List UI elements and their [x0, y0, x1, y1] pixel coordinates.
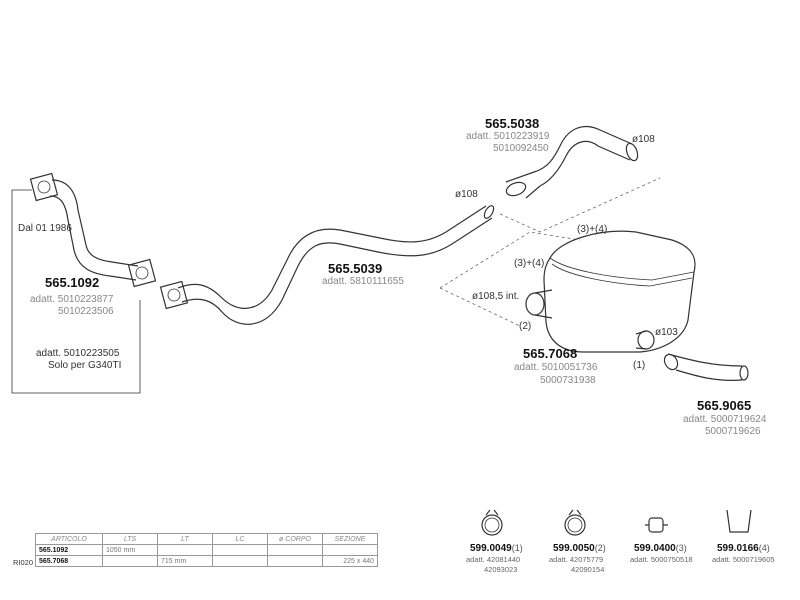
- table-row: 565.7068 715 mm 225 x 440: [35, 555, 378, 567]
- accessory-adatt-599-0050-a: adatt. 42075779: [549, 555, 604, 564]
- header-lt: LT: [157, 533, 213, 545]
- part-adatt-565-1092-a: adatt. 5010223877: [30, 294, 114, 305]
- middle-pipe-565-5039: [159, 205, 495, 325]
- note-dal: Dal 01 1986: [18, 223, 72, 234]
- table-cell: 1050 mm: [102, 544, 158, 556]
- part-adatt-565-5038-b: 5010092450: [493, 143, 549, 154]
- table-cell: [102, 555, 158, 567]
- table-cell: [322, 544, 378, 556]
- part-adatt-565-7068-a: adatt. 5010051736: [514, 362, 598, 373]
- accessory-adatt-599-0049-b: 42093023: [484, 565, 518, 574]
- accessory-code-599-0050: 599.0050(2): [553, 543, 606, 554]
- part-adatt-565-9065-b: 5000719626: [705, 426, 761, 437]
- part-code-565-7068: 565.7068: [523, 346, 578, 361]
- part-adatt-565-5039: adatt. 5810111655: [322, 276, 404, 287]
- accessory-adatt-599-0400: adatt. 5000750518: [630, 555, 693, 564]
- table-cell: 225 x 440: [322, 555, 378, 567]
- header-lc: LC: [212, 533, 268, 545]
- accessory-code-599-0049: 599.0049(1): [470, 543, 523, 554]
- spec-table: ARTICOLO LTS LT LC ø CORPO SEZIONE 565.1…: [35, 533, 378, 567]
- routing-line-top: [499, 177, 661, 233]
- clamp-icon-599-0050: [564, 509, 586, 536]
- table-cell: [212, 544, 268, 556]
- hanger-icon-599-0166: [726, 509, 752, 533]
- ref-1: (1): [633, 360, 646, 371]
- ref-3-4-left: (3)+(4): [514, 258, 545, 269]
- ref-3-4-top: (3)+(4): [577, 224, 608, 235]
- part-code-565-5039: 565.5039: [328, 261, 383, 276]
- part-adatt-565-5038-a: adatt. 5010223919: [466, 131, 550, 142]
- rear-pipe-565-5038: [505, 125, 639, 199]
- header-corpo: ø CORPO: [267, 533, 323, 545]
- table-cell: [157, 544, 213, 556]
- spec-table-header: ARTICOLO LTS LT LC ø CORPO SEZIONE: [35, 533, 378, 545]
- front-pipe-565-1092: [29, 172, 157, 288]
- header-sezione: SEZIONE: [322, 533, 378, 545]
- table-cell: 565.7068: [35, 555, 103, 567]
- dim-103: ø103: [655, 327, 678, 338]
- table-cell: [212, 555, 268, 567]
- part-code-565-5038: 565.5038: [485, 116, 540, 131]
- table-cell: [267, 555, 323, 567]
- routing-line-bottom: [439, 287, 521, 327]
- part-code-565-1092: 565.1092: [45, 275, 100, 290]
- part-code-565-9065: 565.9065: [697, 398, 752, 413]
- table-cell: [267, 544, 323, 556]
- part-adatt-565-1092-b: 5010223506: [58, 306, 114, 317]
- tailpipe-565-9065: [663, 353, 749, 381]
- note-solo: Solo per G340TI: [48, 360, 122, 371]
- accessory-adatt-599-0050-b: 42090154: [571, 565, 605, 574]
- note-adatt-extra: adatt. 5010223505: [36, 348, 120, 359]
- table-cell: 565.1092: [35, 544, 103, 556]
- table-row: 565.1092 1050 mm: [35, 544, 378, 556]
- header-articolo: ARTICOLO: [35, 533, 103, 545]
- table-row-label: RI020: [13, 558, 34, 567]
- clamp-icon-599-0049: [481, 509, 503, 536]
- front-pipe-bracket: [11, 189, 141, 394]
- accessory-adatt-599-0166: adatt. 5000719605: [712, 555, 775, 564]
- routing-line-left: [439, 231, 581, 289]
- rubber-mount-icon-599-0400: [645, 517, 668, 533]
- accessory-code-599-0166: 599.0166(4): [717, 543, 770, 554]
- silencer-565-7068: [525, 230, 696, 353]
- table-cell: 715 mm: [157, 555, 213, 567]
- accessory-adatt-599-0049-a: adatt. 42081440: [466, 555, 521, 564]
- header-lts: LTS: [102, 533, 158, 545]
- dim-108-top: ø108: [632, 134, 655, 145]
- dim-108-mid: ø108: [455, 189, 478, 200]
- part-adatt-565-7068-b: 5000731938: [540, 375, 596, 386]
- ref-2: (2): [519, 321, 532, 332]
- accessory-code-599-0400: 599.0400(3): [634, 543, 687, 554]
- part-adatt-565-9065-a: adatt. 5000719624: [683, 414, 767, 425]
- dim-108-5: ø108,5 int.: [472, 291, 520, 302]
